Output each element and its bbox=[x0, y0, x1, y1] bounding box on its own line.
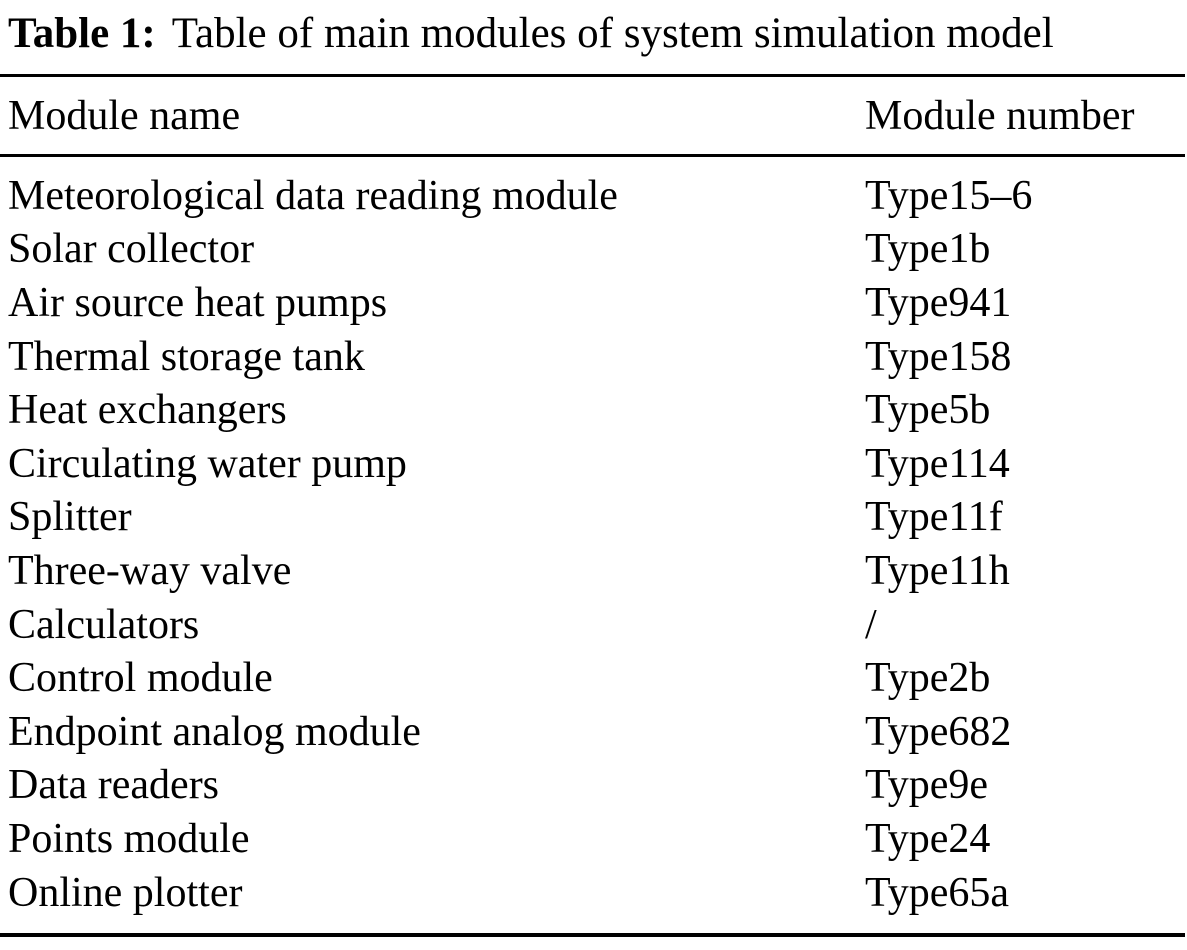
column-header-module-name: Module name bbox=[8, 93, 241, 139]
table-row: Solar collector Type1b bbox=[0, 223, 1185, 277]
column-header-module-number: Module number bbox=[865, 93, 1135, 139]
module-number-cell: Type114 bbox=[865, 440, 1010, 487]
module-number-cell: Type5b bbox=[865, 387, 991, 434]
module-name-cell: Thermal storage tank bbox=[8, 333, 365, 380]
module-number-cell: Type15–6 bbox=[865, 172, 1033, 219]
table-row: Data readers Type9e bbox=[0, 759, 1185, 813]
table-row: Control module Type2b bbox=[0, 651, 1185, 705]
table-row: Splitter Type11f bbox=[0, 491, 1185, 545]
table-header-row: Module name Module number bbox=[0, 74, 1185, 157]
modules-table: Module name Module number Meteorological… bbox=[0, 74, 1185, 938]
module-number-cell: / bbox=[865, 601, 877, 648]
module-number-cell: Type65a bbox=[865, 869, 1010, 916]
module-name-cell: Air source heat pumps bbox=[8, 279, 388, 326]
module-number-cell: Type11h bbox=[865, 547, 1010, 594]
module-name-cell: Endpoint analog module bbox=[8, 708, 421, 755]
table-caption-label: Table 1: bbox=[8, 10, 156, 57]
table-row: Three-way valve Type11h bbox=[0, 544, 1185, 598]
table-row: Circulating water pump Type114 bbox=[0, 437, 1185, 491]
table-caption: Table 1: Table of main modules of system … bbox=[0, 0, 1187, 60]
module-name-cell: Calculators bbox=[8, 601, 200, 648]
module-name-cell: Three-way valve bbox=[8, 547, 292, 594]
table-row: Meteorological data reading module Type1… bbox=[0, 169, 1185, 223]
module-number-cell: Type1b bbox=[865, 226, 991, 273]
table-row: Online plotter Type65a bbox=[0, 866, 1185, 920]
module-number-cell: Type24 bbox=[865, 815, 991, 862]
module-name-cell: Points module bbox=[8, 815, 250, 862]
module-number-cell: Type941 bbox=[865, 279, 1012, 326]
module-name-cell: Solar collector bbox=[8, 226, 255, 273]
table-caption-title: Table of main modules of system simulati… bbox=[171, 10, 1054, 57]
table-row: Thermal storage tank Type158 bbox=[0, 330, 1185, 384]
module-name-cell: Meteorological data reading module bbox=[8, 172, 618, 219]
table-row: Calculators / bbox=[0, 598, 1185, 652]
module-name-cell: Heat exchangers bbox=[8, 387, 287, 434]
table-row: Endpoint analog module Type682 bbox=[0, 705, 1185, 759]
module-number-cell: Type682 bbox=[865, 708, 1012, 755]
module-name-cell: Splitter bbox=[8, 494, 132, 541]
table-row: Heat exchangers Type5b bbox=[0, 383, 1185, 437]
table-row: Air source heat pumps Type941 bbox=[0, 276, 1185, 330]
module-number-cell: Type11f bbox=[865, 494, 1003, 541]
module-number-cell: Type9e bbox=[865, 762, 989, 809]
module-number-cell: Type158 bbox=[865, 333, 1012, 380]
module-name-cell: Control module bbox=[8, 655, 273, 702]
table-body: Meteorological data reading module Type1… bbox=[0, 157, 1185, 938]
module-name-cell: Data readers bbox=[8, 762, 220, 809]
table-row: Points module Type24 bbox=[0, 812, 1185, 866]
module-name-cell: Online plotter bbox=[8, 869, 243, 916]
module-number-cell: Type2b bbox=[865, 655, 991, 702]
module-name-cell: Circulating water pump bbox=[8, 440, 407, 487]
